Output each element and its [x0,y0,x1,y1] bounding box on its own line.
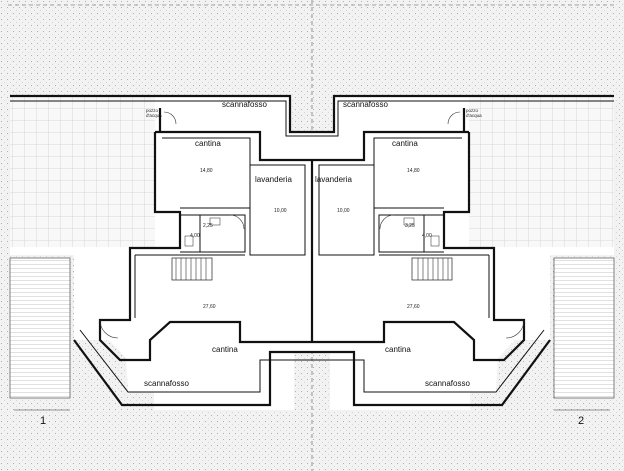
label-scannafosso-top-left: scannafosso [222,100,267,109]
unit-number-2: 2 [578,415,584,427]
door-swing-left [229,214,245,230]
area-cantina-main-left: 27,60 [203,304,216,310]
area-bagno-left: 4,00 [190,233,200,239]
door-swing-right [379,214,395,230]
door-swing-right-3 [447,111,461,125]
area-cantina-top-left: 14,80 [200,168,213,174]
door-swing-left-2 [99,319,119,339]
label-scannafosso-bottom-right: scannafosso [425,379,470,388]
paving-court-left [10,97,155,247]
area-cantina-main-right: 27,60 [407,304,420,310]
ramp-left [9,257,71,399]
door-swing-left-3 [163,111,177,125]
fixture-wc-right [430,235,440,247]
label-cantina-top-left: cantina [195,139,221,148]
retaining-wall-inner [10,100,614,137]
label-cantina-bottom-right: cantina [385,345,411,354]
door-swing-right-2 [505,319,525,339]
area-disimpegno-left: 2,25 [203,223,213,229]
stair-left [171,257,213,281]
unit-number-1: 1 [40,415,46,427]
bottom-scannafosso [79,329,545,393]
paving-court-right [469,97,614,247]
area-lavanderia-left: 10,00 [274,208,287,214]
unit-left-inner [134,137,306,318]
ramp-right [553,257,615,399]
fixture-wc-left [184,235,194,247]
unit-left-walls [98,108,312,362]
label-cantina-top-right: cantina [392,139,418,148]
fixture-sink-left [209,217,221,226]
area-lavanderia-right: 10,00 [337,208,350,214]
label-cantina-bottom-left: cantina [212,345,238,354]
unit-right-inner [318,137,490,318]
label-scannafosso-top-right: scannafosso [343,100,388,109]
area-bagno-right: 4,00 [422,233,432,239]
bottom-scannafosso-outer [73,339,551,407]
stair-right [411,257,453,281]
area-disimpegno-right: 3,25 [405,223,415,229]
retaining-wall [10,94,614,134]
unit-right-walls [312,108,526,362]
area-cantina-top-right: 14,80 [407,168,420,174]
label-lavanderia-left: lavanderia [255,175,292,184]
label-scannafosso-bottom-left: scannafosso [144,379,189,388]
label-lavanderia-right: lavanderia [315,175,352,184]
fixture-sink-right [403,217,415,226]
